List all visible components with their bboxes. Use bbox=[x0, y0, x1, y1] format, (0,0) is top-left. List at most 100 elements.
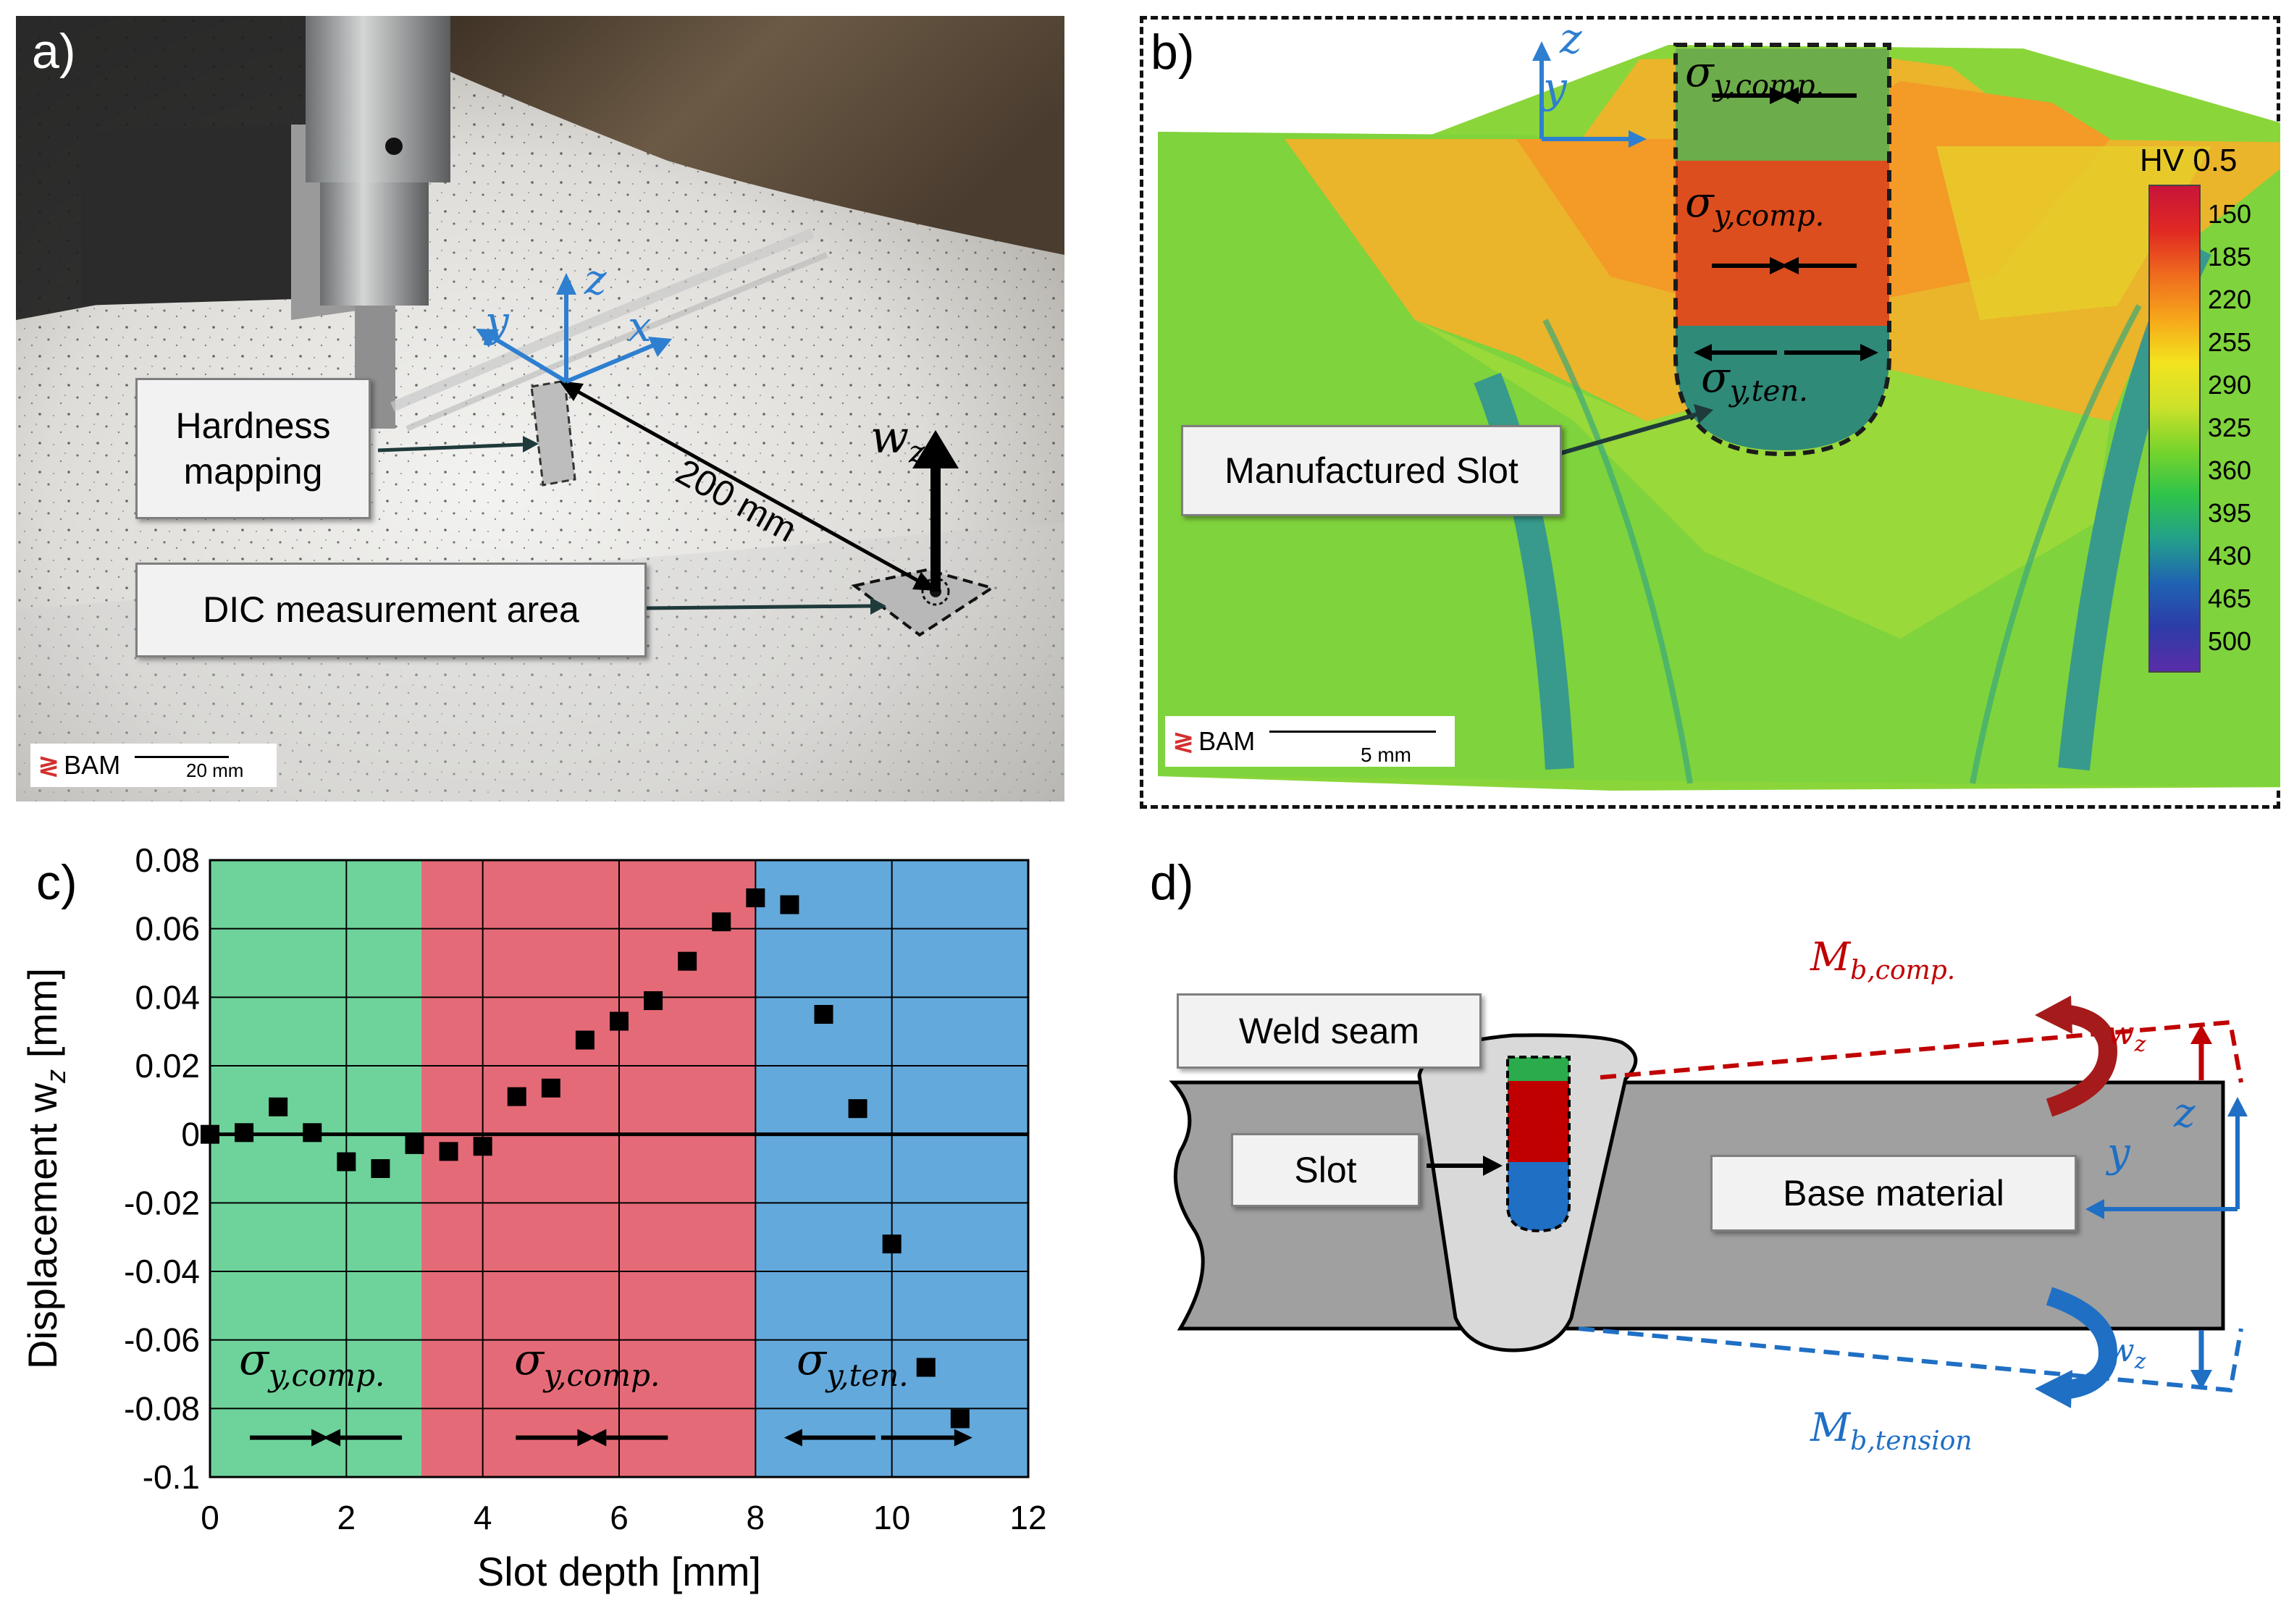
dic-measurement-box: DIC measurement area bbox=[135, 563, 647, 657]
x-axis-label: Slot depth [mm] bbox=[477, 1549, 761, 1594]
panel-b-label: b) bbox=[1151, 25, 1195, 80]
sigma-subscript: y,comp. bbox=[542, 1358, 660, 1393]
hardness-map bbox=[1158, 41, 2280, 791]
data-point bbox=[950, 1409, 970, 1429]
panel-a-label: a) bbox=[32, 24, 76, 79]
panel-d-label: d) bbox=[1150, 855, 1194, 910]
wz-base: w bbox=[870, 411, 909, 463]
axis-z-label-d: z bbox=[2174, 1090, 2196, 1137]
region-sigma-label: σy,comp. bbox=[514, 1334, 660, 1393]
y-tick-label: -0.02 bbox=[124, 1184, 200, 1221]
axis-x-label: x bbox=[628, 302, 652, 351]
manufactured-slot-box: Manufactured Slot bbox=[1181, 425, 1562, 516]
sigma-symbol: σ bbox=[1685, 47, 1714, 96]
stress-arrowhead bbox=[589, 1429, 607, 1447]
wz-sub: z bbox=[2134, 1348, 2146, 1374]
scale-text: 5 mm bbox=[1361, 744, 1411, 766]
wz-base: w bbox=[2107, 1332, 2135, 1369]
moment-comp-label: Mb,comp. bbox=[1810, 934, 1955, 985]
x-tick-label: 4 bbox=[474, 1499, 492, 1536]
hardness-mapping-box: Hardness mapping bbox=[135, 378, 371, 519]
wz-sub: z bbox=[2134, 1031, 2146, 1057]
sigma-subscript: y,comp. bbox=[1713, 199, 1825, 233]
data-point bbox=[678, 951, 697, 971]
axis-z-label-b: z bbox=[1560, 14, 1582, 63]
plot-frame bbox=[209, 859, 1030, 1478]
moment-base: M bbox=[1810, 1405, 1851, 1450]
bam-scale-a: ≷ BAM 20 mm bbox=[30, 744, 277, 787]
sigma-symbol: σ bbox=[1685, 177, 1714, 227]
bam-scale-b: ≷ BAM 5 mm bbox=[1165, 716, 1455, 767]
colorbar-tick-label: 185 bbox=[2208, 242, 2252, 272]
sigma-symbol: σ bbox=[1701, 353, 1730, 402]
colorbar-tick-label: 150 bbox=[2208, 199, 2252, 229]
y-tick-label: -0.04 bbox=[124, 1253, 200, 1290]
colorbar-tick-label: 465 bbox=[2208, 584, 2252, 613]
wz-sub: z bbox=[909, 434, 925, 470]
scale-bar bbox=[1269, 730, 1437, 733]
stress-arrowhead bbox=[954, 1429, 972, 1447]
sigma-subscript: y,comp. bbox=[1713, 69, 1825, 103]
data-point bbox=[814, 1005, 833, 1024]
x-tick-label: 6 bbox=[610, 1499, 629, 1536]
y-axis-label: Displacement wz [mm] bbox=[20, 968, 72, 1369]
y-tick-label: 0.06 bbox=[135, 910, 200, 948]
x-tick-label: 10 bbox=[873, 1499, 910, 1536]
data-point bbox=[235, 1123, 254, 1143]
stress-arrowhead bbox=[323, 1429, 341, 1447]
data-point bbox=[371, 1159, 390, 1178]
data-point bbox=[201, 1124, 219, 1144]
wz-tension-label: wz bbox=[2107, 1332, 2146, 1374]
colorbar-tick-label: 360 bbox=[2208, 455, 2252, 485]
sigma-comp-top: σy,comp. bbox=[1685, 47, 1824, 103]
y-tick-label: -0.06 bbox=[124, 1321, 200, 1359]
stress-arrowhead bbox=[577, 1429, 595, 1447]
stress-arrowhead bbox=[311, 1429, 329, 1447]
x-tick-label: 8 bbox=[747, 1499, 765, 1536]
y-tick-label: -0.1 bbox=[143, 1458, 200, 1496]
bam-text: BAM bbox=[64, 750, 121, 780]
data-point bbox=[541, 1078, 560, 1098]
colorbar-tick-label: 500 bbox=[2208, 626, 2252, 656]
wz-label: wz bbox=[870, 411, 925, 469]
sigma-ten: σy,ten. bbox=[1701, 353, 1808, 408]
colorbar-tick-label: 290 bbox=[2208, 370, 2252, 400]
bam-text: BAM bbox=[1198, 726, 1256, 756]
panel-d: d) Weld seam Slot Base material Mb,comp.… bbox=[1137, 825, 2294, 1622]
data-point bbox=[473, 1137, 492, 1156]
data-point bbox=[610, 1011, 629, 1031]
data-point bbox=[848, 1099, 867, 1119]
y-axis-label-unit: [mm] bbox=[20, 968, 65, 1069]
panel-c-label: c) bbox=[36, 855, 77, 910]
sigma-symbol: σ bbox=[239, 1334, 270, 1385]
region-sigma-label: σy,comp. bbox=[239, 1334, 385, 1393]
stress-arrowhead bbox=[783, 1429, 802, 1447]
y-tick-label: 0 bbox=[181, 1116, 200, 1153]
x-tick-label: 0 bbox=[201, 1499, 219, 1536]
data-point bbox=[575, 1030, 594, 1050]
y-tick-label: 0.08 bbox=[135, 841, 200, 879]
data-point bbox=[405, 1135, 424, 1154]
axis-z-label: z bbox=[584, 255, 607, 304]
moment-base: M bbox=[1810, 934, 1851, 980]
region-band bbox=[421, 860, 756, 1477]
moment-sub: b,comp. bbox=[1850, 955, 1956, 985]
axis-y-label-b: y bbox=[1543, 63, 1567, 112]
scale-text: 20 mm bbox=[186, 760, 244, 781]
moment-tension-label: Mb,tension bbox=[1810, 1405, 1972, 1456]
y-tick-label: 0.04 bbox=[135, 978, 200, 1016]
sigma-subscript: y,comp. bbox=[267, 1358, 385, 1393]
colorbar-tick-label: 220 bbox=[2208, 285, 2252, 314]
data-point bbox=[439, 1142, 458, 1161]
bam-logo-icon: ≷ bbox=[1172, 726, 1195, 756]
moment-sub: b,tension bbox=[1850, 1426, 1972, 1456]
y-axis-label-sub: z bbox=[41, 1069, 72, 1084]
sigma-subscript: y,ten. bbox=[825, 1358, 909, 1393]
wz-base: w bbox=[2107, 1015, 2135, 1052]
colorbar-tick-label: 395 bbox=[2208, 498, 2252, 528]
data-point bbox=[303, 1123, 322, 1143]
sigma-comp-mid: σy,comp. bbox=[1685, 177, 1824, 233]
